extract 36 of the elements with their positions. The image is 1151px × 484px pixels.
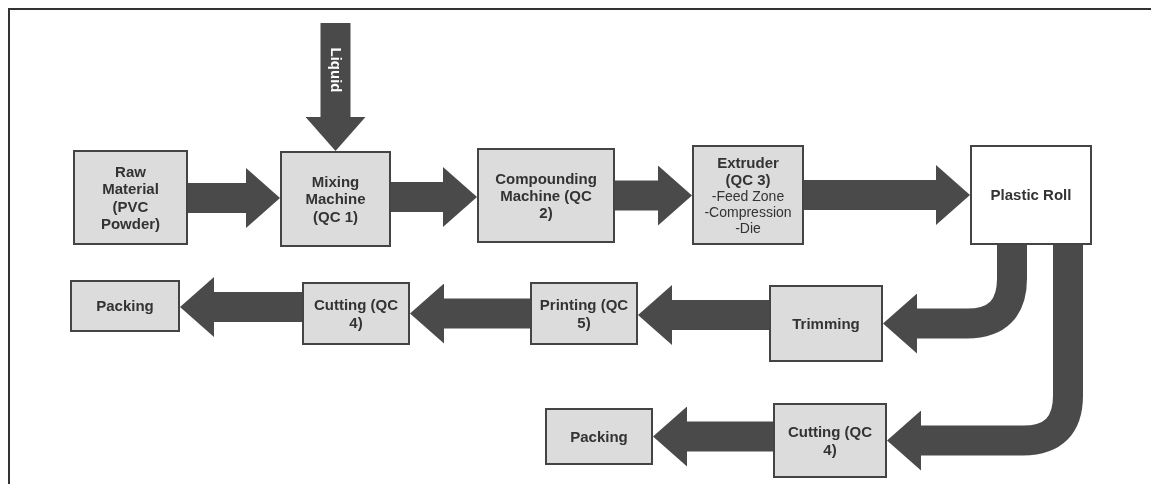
process-box (692, 145, 804, 245)
box-title: Printing (QC 5) (539, 296, 629, 331)
block-arrow (653, 406, 773, 467)
block-arrow (615, 165, 692, 226)
process-box (302, 282, 410, 345)
block-arrow (305, 23, 366, 151)
box-title: Extruder (QC 3) (716, 153, 780, 189)
block-arrow (804, 165, 970, 225)
process-box (70, 280, 180, 332)
block-arrow (638, 285, 769, 345)
box-title: Cutting (QC 4) (312, 296, 400, 331)
process-box (530, 282, 638, 345)
box-detail: -Feed Zone (711, 188, 785, 205)
edge-label: Liquid (328, 47, 343, 93)
box-title: Mixing Machine (QC 1) (304, 173, 367, 225)
process-box (970, 145, 1092, 245)
process-box (545, 408, 653, 465)
box-title: Raw Material (PVC Powder) (99, 163, 162, 232)
box-detail: -Compression (704, 204, 792, 221)
block-arrow (391, 167, 477, 227)
process-box (773, 403, 887, 478)
process-box (769, 285, 883, 362)
box-title: Plastic Roll (990, 186, 1072, 204)
process-box (73, 150, 188, 245)
box-title: Packing (570, 427, 628, 446)
box-title: Cutting (QC 4) (786, 423, 874, 458)
box-title: Compounding Machine (QC 2) (494, 169, 598, 222)
box-title: Packing (96, 297, 154, 315)
box-title: Trimming (792, 314, 860, 333)
process-box (280, 151, 391, 247)
block-arrow (410, 283, 530, 344)
process-box (477, 148, 615, 243)
box-detail: -Die (735, 220, 761, 237)
block-arrow (188, 168, 280, 228)
block-arrow (180, 277, 302, 337)
block-arrow (887, 245, 1083, 471)
